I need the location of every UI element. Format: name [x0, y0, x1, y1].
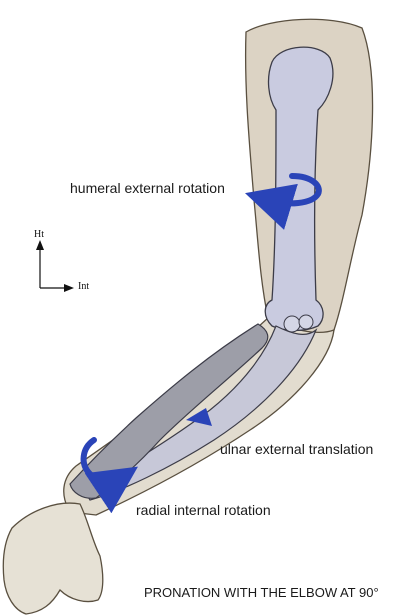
- label-ulnar: ulnar external translation: [220, 441, 374, 457]
- humeral-rotation-arrow: [245, 173, 322, 230]
- radial-rotation-arrow: [80, 437, 138, 514]
- axis-indicator: [36, 240, 74, 292]
- diagram-caption: PRONATION WITH THE ELBOW AT 90°: [144, 585, 379, 600]
- ulnar-translation-arrow: [186, 408, 212, 426]
- humerus-bone: [264, 46, 334, 332]
- axis-label-horizontal: Int: [78, 281, 90, 292]
- label-radial: radial internal rotation: [136, 502, 271, 518]
- axis-label-vertical: Ht: [34, 229, 44, 240]
- hand: [2, 502, 104, 615]
- label-humeral: humeral external rotation: [70, 180, 225, 196]
- elbow-condyle: [298, 314, 314, 330]
- elbow-condyle: [283, 315, 301, 333]
